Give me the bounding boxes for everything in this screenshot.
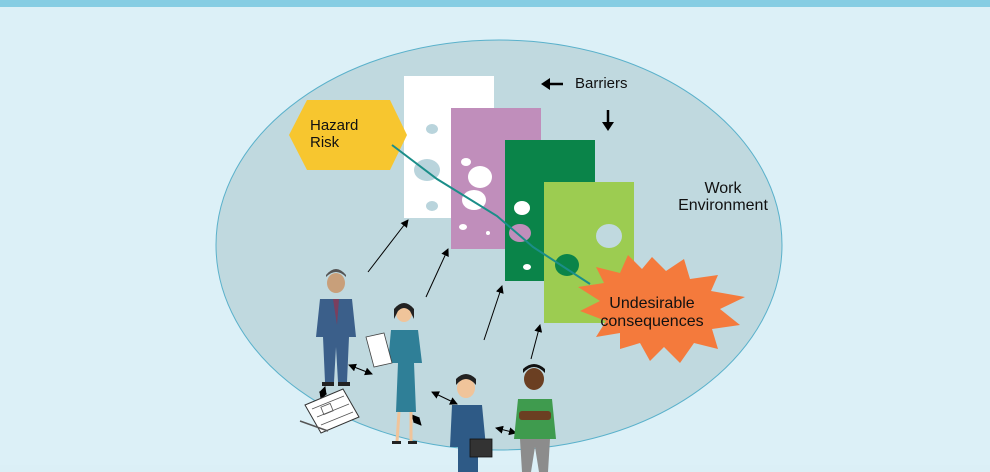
environment-label-line2: Environment — [678, 197, 768, 214]
hazard-trajectory-line — [391, 144, 591, 285]
barriers-arrow-left — [541, 78, 563, 90]
hazard-risk-label: Hazard Risk — [310, 117, 370, 151]
man-with-briefcase-icon — [450, 374, 493, 472]
woman-with-papers-icon — [365, 303, 422, 444]
undesirable-consequences-burst — [578, 255, 745, 363]
risk-label-line2: Risk — [310, 134, 340, 151]
person-to-barrier-arrow — [367, 219, 409, 273]
work-environment-label: Work Environment — [668, 180, 778, 214]
man-arms-crossed-icon — [514, 364, 556, 472]
man-in-suit-icon — [316, 269, 356, 386]
person-to-barrier-arrow — [425, 248, 449, 298]
interaction-arrow — [318, 386, 328, 400]
work-label-line1: Work — [704, 180, 742, 197]
hazard-label-line1: Hazard — [310, 117, 359, 134]
undesirable-consequences-label: Undesirable consequences — [597, 295, 707, 331]
blueprint-icon — [299, 388, 360, 434]
undesirable-label-line1: Undesirable — [609, 295, 695, 312]
interaction-arrow — [495, 425, 517, 436]
diagram-canvas — [215, 39, 783, 472]
hazard-risk-hexagon — [289, 100, 407, 170]
interaction-arrow — [348, 363, 373, 376]
barriers-label: Barriers — [575, 75, 628, 92]
interaction-arrow — [411, 414, 422, 426]
barriers-arrow-down — [602, 110, 614, 131]
interaction-arrow — [431, 391, 458, 405]
person-to-barrier-arrow — [530, 324, 543, 360]
consequences-label-line2: consequences — [600, 313, 704, 330]
person-to-barrier-arrow — [483, 285, 504, 341]
